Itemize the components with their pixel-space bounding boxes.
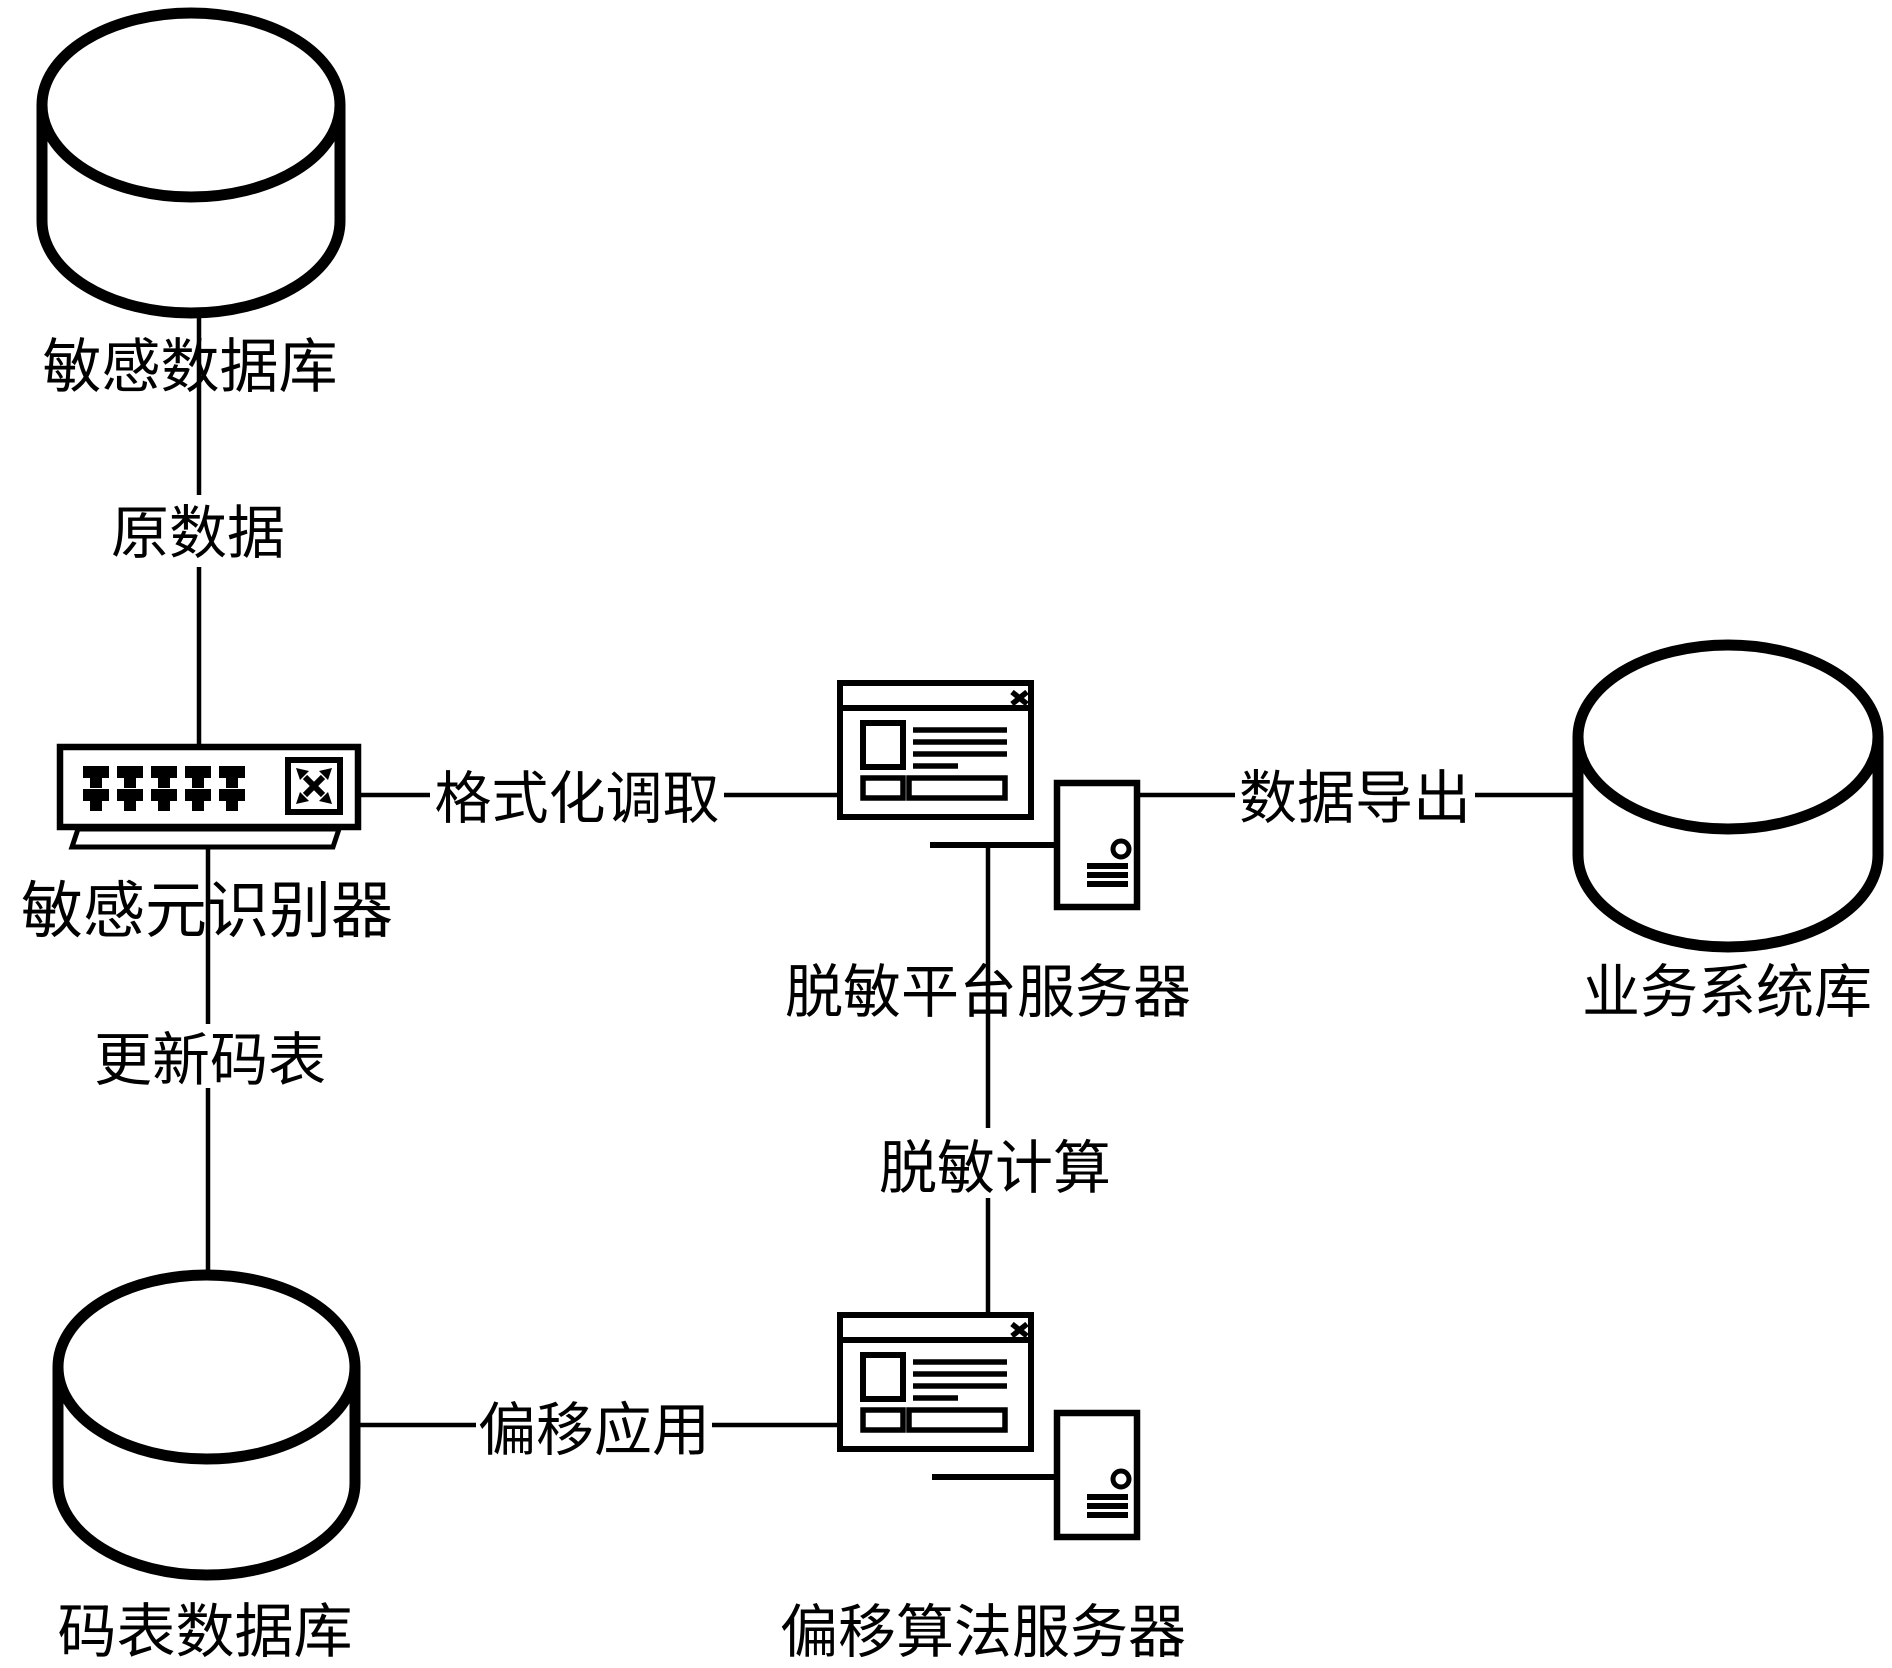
window-text-lines (913, 1359, 1007, 1401)
close-icon (1010, 1321, 1029, 1339)
edge-labels: 原数据 格式化调取 数据导出 更新码表 脱敏计算 偏移应用 (90, 495, 1475, 1463)
computer-monitor-icon (837, 1312, 1057, 1480)
port-column (151, 766, 177, 811)
offset-apply-label-backplate (476, 1390, 712, 1460)
network-switch-icon (56, 743, 362, 850)
window-image-placeholder (860, 720, 906, 770)
port-column (219, 766, 245, 811)
connectors (196, 313, 1578, 1428)
update-codebook-edge-label: 更新码表 (94, 1028, 326, 1093)
database-cylinder-top (52, 1269, 361, 1465)
window-button-wide (906, 775, 1008, 801)
tower-power-button (1110, 1468, 1132, 1490)
switch-ports (83, 766, 245, 811)
tower-vents (1087, 863, 1128, 887)
crossed-arrows-icon (285, 757, 343, 815)
node-platform-server: 脱敏平台服务器 (785, 680, 1191, 1025)
format-fetch-edge-label: 格式化调取 (435, 767, 720, 831)
offset-apply-edge-label: 偏移应用 (478, 1398, 710, 1463)
tower-power-button (1110, 838, 1132, 860)
switch-base-wedge (68, 826, 343, 850)
window-button-small (860, 1407, 906, 1433)
node-identifier: 敏感元识别器 (21, 743, 393, 946)
sensitive-db-label: 敏感数据库 (42, 334, 337, 400)
computer-monitor-icon (837, 680, 1057, 848)
business-db-label: 业务系统库 (1582, 960, 1872, 1025)
port-column (83, 766, 109, 811)
port-column (117, 766, 143, 811)
masking-compute-edge-label: 脱敏计算 (879, 1136, 1111, 1201)
identifier-label: 敏感元识别器 (21, 877, 393, 946)
window-image-placeholder (860, 1352, 906, 1402)
close-icon (1010, 689, 1029, 707)
raw-data-edge-label: 原数据 (111, 501, 285, 566)
window-button-small (860, 775, 906, 801)
node-sensitive-database: 敏感数据库 (36, 7, 346, 400)
database-cylinder-top (1572, 639, 1884, 835)
node-offset-server: 偏移算法服务器 (780, 1312, 1186, 1665)
port-column (185, 766, 211, 811)
database-icon (52, 1269, 361, 1581)
masking-compute-label-backplate (870, 1128, 1120, 1198)
window-button-wide (906, 1407, 1008, 1433)
tower-vents (1087, 1494, 1128, 1518)
platform-server-label: 脱敏平台服务器 (785, 960, 1191, 1025)
node-codebook-database: 码表数据库 (52, 1269, 361, 1665)
format-fetch-label-backplate (430, 762, 724, 828)
database-cylinder-top (36, 7, 346, 203)
database-icon (1572, 639, 1884, 953)
database-icon (36, 7, 346, 319)
window-text-lines (913, 727, 1007, 769)
raw-data-label-backplate (105, 495, 295, 567)
node-business-database: 业务系统库 (1572, 639, 1884, 1025)
server-tower-icon (1053, 779, 1141, 911)
data-export-edge-label: 数据导出 (1239, 766, 1471, 831)
offset-server-label: 偏移算法服务器 (780, 1600, 1186, 1665)
server-tower-icon (1053, 1409, 1141, 1541)
codebook-db-label: 码表数据库 (57, 1599, 352, 1665)
update-codebook-label-backplate (90, 1024, 330, 1088)
data-export-label-backplate (1235, 762, 1475, 828)
